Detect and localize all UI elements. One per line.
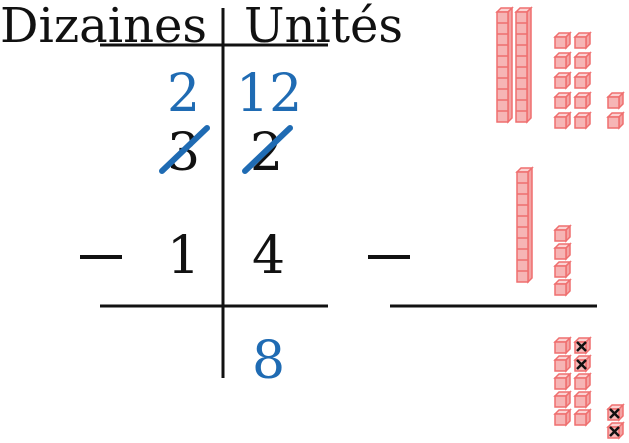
unit-cube-result [553, 390, 572, 409]
unit-cube-result [553, 336, 572, 355]
unit-cube-result [553, 354, 572, 373]
unit-cube-top [606, 91, 625, 110]
unit-cube-top [573, 71, 592, 90]
unit-cube-middle [553, 224, 572, 243]
minus-sign-blocks [368, 255, 410, 259]
unit-cube-top [553, 51, 572, 70]
cross-out-mark [609, 426, 620, 437]
unit-cube-top [553, 111, 572, 130]
minus-sign-numbers [80, 255, 122, 259]
borrow-units-digit: 12 [236, 64, 303, 124]
unit-cube-middle [553, 278, 572, 297]
ten-rod-middle [515, 166, 534, 284]
cross-out-mark [609, 408, 620, 419]
ten-rod-top [514, 6, 533, 124]
bottom-tens-digit: 1 [167, 226, 201, 286]
unit-cube-middle [553, 242, 572, 261]
unit-cube-result [573, 372, 592, 391]
unit-cube-top [573, 91, 592, 110]
tens-crossout-stroke [159, 125, 210, 174]
unit-cube-top [553, 71, 572, 90]
unit-cube-top [573, 51, 592, 70]
unit-cube-result [553, 408, 572, 427]
unit-cube-result [573, 408, 592, 427]
unit-cube-top [553, 31, 572, 50]
unit-cube-result [573, 390, 592, 409]
unit-cube-top [606, 111, 625, 130]
unit-cube-top [553, 91, 572, 110]
bottom-units-digit: 4 [252, 226, 286, 286]
cross-out-mark [576, 341, 587, 352]
unit-cube-top [573, 31, 592, 50]
borrow-tens-digit: 2 [167, 64, 201, 124]
unit-cube-result [553, 372, 572, 391]
result-units-digit: 8 [252, 331, 286, 391]
unit-cube-top [573, 111, 592, 130]
cross-out-mark [576, 359, 587, 370]
unit-cube-middle [553, 260, 572, 279]
ten-rod-top [495, 6, 514, 124]
units-header: Unités [244, 0, 404, 54]
tens-header: Dizaines [0, 0, 208, 54]
units-crossout-stroke [242, 125, 293, 174]
